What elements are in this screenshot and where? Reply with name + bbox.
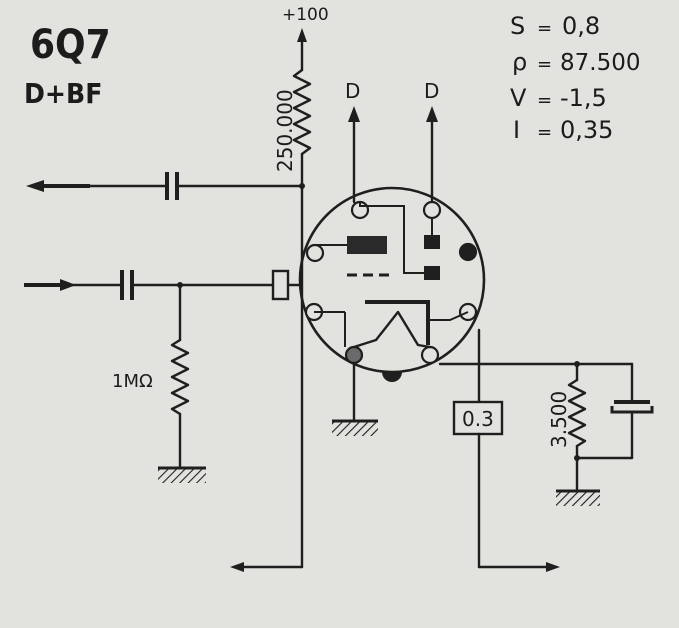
plate-resistor-label: 250.000 bbox=[273, 89, 297, 172]
grid-resistor bbox=[170, 338, 190, 416]
diode-arrow-2-icon bbox=[426, 106, 438, 122]
cathode-to-pin6 bbox=[428, 311, 469, 321]
diode-label-2: D bbox=[424, 79, 439, 103]
diode-plate-2 bbox=[424, 266, 440, 280]
param-equals-s: = bbox=[537, 18, 552, 39]
triode-plate bbox=[347, 236, 387, 254]
heater-current-label: 0.3 bbox=[462, 407, 494, 431]
signal-in-arrow-icon bbox=[60, 279, 76, 291]
param-equals-rho: = bbox=[537, 54, 552, 75]
param-symbol-s: S bbox=[510, 12, 525, 40]
grid-resistor-label: 1MΩ bbox=[112, 371, 153, 392]
ground-hatch-grid bbox=[158, 469, 206, 483]
param-symbol-i: I bbox=[513, 116, 520, 144]
param-symbol-rho: ρ bbox=[512, 48, 527, 76]
param-value-v: -1,5 bbox=[560, 84, 607, 112]
grid-cap bbox=[271, 269, 290, 301]
diode-arrow-1-icon bbox=[348, 106, 360, 122]
cathode-resistor bbox=[567, 378, 587, 448]
param-equals-i: = bbox=[537, 122, 552, 143]
cathode-resistor-label: 3.500 bbox=[547, 391, 571, 448]
param-value-i: 0,35 bbox=[560, 116, 613, 144]
heater-filament bbox=[352, 310, 432, 349]
output-arrow-left-icon bbox=[230, 562, 244, 572]
signal-out-arrow-icon bbox=[26, 180, 44, 192]
param-value-s: 0,8 bbox=[562, 12, 600, 40]
ground-hatch-cathode bbox=[556, 492, 600, 506]
tube-key bbox=[382, 372, 402, 382]
tube-function-label: D+BF bbox=[24, 77, 102, 110]
pin-2 bbox=[422, 200, 442, 220]
supply-voltage-label: +100 bbox=[282, 5, 329, 25]
diode-lead-2 bbox=[359, 202, 424, 274]
param-value-rho: 87.500 bbox=[560, 50, 640, 76]
param-equals-v: = bbox=[537, 90, 552, 111]
tube-envelope bbox=[298, 186, 486, 374]
tube-type-label: 6Q7 bbox=[30, 22, 111, 68]
diode-plate-1 bbox=[424, 235, 440, 249]
parameter-list: S = 0,8 ρ = 87.500 V = -1,5 I = 0,35 bbox=[510, 12, 640, 144]
pin-7 bbox=[344, 345, 364, 365]
pin-4 bbox=[458, 242, 478, 262]
output-arrow-right-icon bbox=[546, 562, 560, 572]
supply-arrow-icon bbox=[297, 28, 307, 42]
param-symbol-v: V bbox=[510, 84, 527, 112]
pin-8 bbox=[420, 345, 440, 365]
cathode bbox=[365, 300, 430, 345]
junction-dot-plate bbox=[299, 183, 305, 189]
diode-label-1: D bbox=[345, 79, 360, 103]
plate-resistor bbox=[292, 68, 312, 156]
vacuum-tube bbox=[271, 186, 486, 382]
pin-3 bbox=[305, 243, 325, 263]
heater-current-box bbox=[452, 400, 504, 436]
ground-hatch-tube bbox=[332, 422, 378, 436]
